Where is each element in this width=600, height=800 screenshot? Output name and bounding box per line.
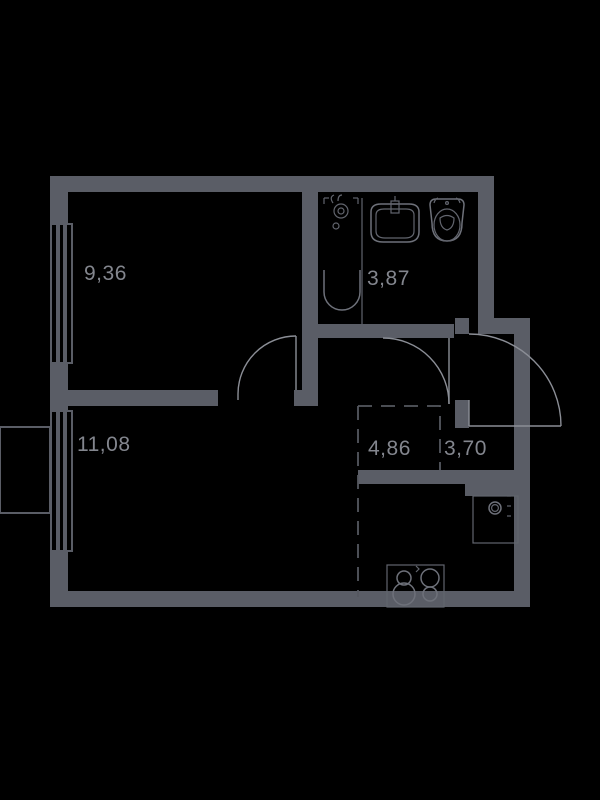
kitchen-zone-outline bbox=[357, 405, 441, 597]
bathroom-door[interactable] bbox=[382, 337, 450, 405]
wall-bottom bbox=[50, 591, 530, 607]
wall-bathroom-bottom bbox=[318, 324, 454, 338]
wall-top-right bbox=[318, 176, 494, 192]
doors-group bbox=[237, 333, 562, 427]
area-label-kitchen: 4,86 bbox=[368, 437, 411, 460]
balcony-slab bbox=[0, 426, 51, 514]
windows-group bbox=[0, 223, 73, 552]
area-label-bathroom: 3,87 bbox=[367, 267, 410, 290]
washing-machine bbox=[472, 495, 519, 544]
living-room-window bbox=[50, 410, 73, 552]
wall-bathroom-right-jamb bbox=[440, 324, 454, 338]
entrance-door-jamb-top bbox=[455, 318, 469, 334]
area-labels: 9,36 11,08 3,87 4,86 3,70 bbox=[77, 262, 487, 460]
area-label-living-room: 11,08 bbox=[77, 433, 131, 456]
kitchen-cooktop bbox=[386, 564, 445, 608]
area-label-bedroom: 9,36 bbox=[84, 262, 127, 285]
wall-right-upper bbox=[478, 176, 494, 324]
shower-head bbox=[323, 194, 359, 230]
wall-hall-kitchen-right bbox=[418, 470, 472, 484]
wall-bathroom-left-jamb bbox=[302, 324, 318, 406]
wall-left-upper-stub bbox=[50, 176, 68, 224]
toilet bbox=[429, 197, 465, 242]
wall-bedroom-living bbox=[68, 390, 218, 406]
kitchen-fixtures bbox=[386, 495, 519, 608]
washbasin bbox=[370, 196, 420, 243]
wall-hall-kitchen-left bbox=[358, 470, 418, 484]
wall-right-lower bbox=[514, 318, 530, 607]
bathroom-fixtures bbox=[323, 194, 465, 324]
wall-hall-kitchen-niche bbox=[465, 470, 515, 496]
bedroom-door[interactable] bbox=[237, 335, 297, 400]
walls-group bbox=[50, 176, 530, 607]
wall-top-left bbox=[50, 176, 318, 192]
wall-bedroom-bathroom bbox=[302, 192, 318, 324]
entrance-door[interactable] bbox=[468, 333, 562, 427]
entrance-door-jamb-bottom bbox=[455, 400, 469, 428]
area-label-hall: 3,70 bbox=[444, 437, 487, 460]
bedroom-window bbox=[50, 223, 73, 364]
wall-left-middle-pier bbox=[50, 363, 68, 411]
shower-tray bbox=[323, 270, 361, 311]
wall-bedroom-door-head bbox=[294, 390, 318, 406]
